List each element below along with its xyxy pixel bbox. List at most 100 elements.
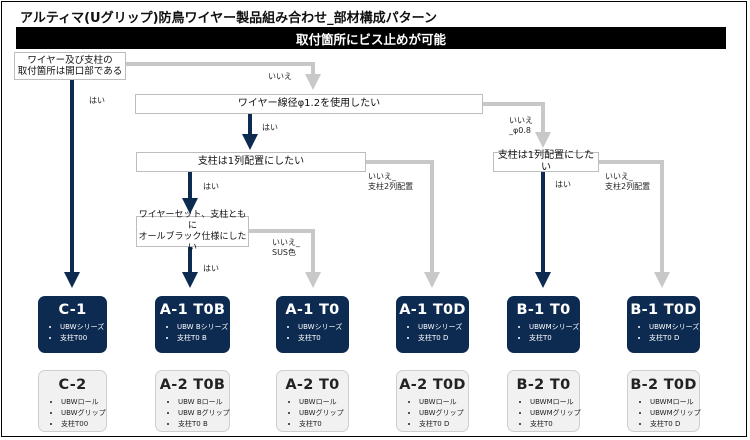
card-item: 支柱T0 [299,419,348,430]
card-item: UBWMロール [650,397,699,408]
arrow-q5-no [599,160,670,288]
card-item: UBWロール [61,397,106,408]
result-card-a2-t0: A-2 T0 UBWロール UBWグリップ 支柱T0 [276,370,349,432]
card-items: UBWシリーズ 支柱T0 [276,322,349,344]
question-line-2: 取付箇所は開口部である [17,66,123,77]
label-q2-yes: はい [262,123,278,132]
card-item: UBWMシリーズ [529,322,580,333]
label-line-1: いいえ_ [272,238,300,247]
question-line-1: ワイヤーセット、支柱ともに [138,209,247,231]
card-item: 支柱T0 D [649,333,700,344]
question-wire-diameter: ワイヤー線径φ1.2を使用したい [135,94,483,114]
card-item: UBW Bグリップ [178,408,230,419]
card-item: UBWMシリーズ [649,322,700,333]
label-q4-yes: はい [203,264,219,273]
card-item: UBWMロール [530,397,579,408]
card-item: 支柱T0 B [178,419,229,430]
card-title: A-1 T0D [399,302,466,318]
card-title: A-2 T0D [399,377,466,393]
question-line-1: ワイヤー及び支柱の [27,55,113,66]
label-q4-no: いいえ_SUS色 [272,238,300,258]
arrow-q3-no [366,160,440,288]
card-item: 支柱T0 D [419,419,468,430]
label-line-2: 支柱2列配置 [368,182,414,191]
card-item: UBWシリーズ [60,322,107,333]
card-item: UBWロール [299,397,348,408]
result-card-a1-t0b: A-1 T0B UBW Bシリーズ 支柱T0 B [155,296,230,353]
card-items: UBWロール UBWグリップ 支柱T0 D [397,397,468,430]
result-card-b2-t0: B-2 T0 UBWMロール UBWMグリップ 支柱T0 [507,370,581,432]
label-q3-no: いいえ_支柱2列配置 [368,172,413,192]
card-item: 支柱T00 [60,333,107,344]
card-items: UBWロール UBWグリップ 支柱T0 [277,397,348,430]
card-item: UBWロール [419,397,468,408]
result-card-a2-t0b: A-2 T0B UBW Bロール UBW Bグリップ 支柱T0 B [155,370,230,432]
card-title: A-2 T0B [159,377,226,393]
card-title: A-2 T0 [285,377,340,393]
label-line-1: いいえ_ [368,172,396,181]
card-items: UBWMシリーズ 支柱T0 [507,322,580,344]
card-title: C-2 [58,377,87,393]
card-item: UBWシリーズ [418,322,469,333]
result-card-a1-t0d: A-1 T0D UBWシリーズ 支柱T0 D [396,296,469,353]
card-item: 支柱T0 D [418,333,469,344]
card-item: UBW Bロール [178,397,229,408]
card-title: B-2 T0D [630,377,697,393]
card-item: UBWグリップ [419,408,468,419]
result-card-c2: C-2 UBWロール UBWグリップ 支柱T00 [38,370,107,432]
card-item: 支柱T00 [61,419,106,430]
card-item: 支柱T0 [530,419,579,430]
card-items: UBWMシリーズ 支柱T0 D [627,322,700,344]
label-q3-yes: はい [203,182,219,191]
question-line-2: オールブラック仕様にしたい [138,231,247,253]
arrow-q4-no [249,229,321,288]
card-title: B-2 T0 [516,377,571,393]
card-title: A-1 T0B [159,302,226,318]
question-all-black: ワイヤーセット、支柱ともにオールブラック仕様にしたい [136,210,249,253]
result-card-b2-t0d: B-2 T0D UBWMロール UBWMグリップ 支柱T0 D [627,370,701,432]
question-single-row-b: 支柱は1列配置にしたい [493,150,599,173]
question-opening-location: ワイヤー及び支柱の取付箇所は開口部である [14,52,126,80]
card-item: UBWグリップ [61,408,106,419]
card-item: 支柱T0 D [650,419,699,430]
label-q5-yes: はい [555,180,571,189]
arrow-q2-no [483,102,551,148]
card-item: UBWシリーズ [298,322,349,333]
card-item: 支柱T0 B [177,333,230,344]
card-item: UBWMグリップ [530,408,581,419]
result-card-b1-t0: B-1 T0 UBWMシリーズ 支柱T0 [507,296,580,353]
card-items: UBWMロール UBWMグリップ 支柱T0 [508,397,581,430]
card-title: C-1 [58,302,87,318]
card-title: B-1 T0 [516,302,571,318]
card-items: UBWシリーズ 支柱T00 [38,322,107,344]
result-card-b1-t0d: B-1 T0D UBWMシリーズ 支柱T0 D [627,296,700,353]
label-line-1: いいえ [509,116,533,125]
card-items: UBW Bロール UBW Bグリップ 支柱T0 B [156,397,230,430]
label-q2-no: いいえ_φ0.8 [509,116,533,136]
card-title: A-1 T0 [285,302,340,318]
card-item: UBWMグリップ [650,408,701,419]
card-items: UBWMロール UBWMグリップ 支柱T0 D [628,397,701,430]
label-line-1: いいえ_ [605,172,633,181]
card-items: UBWロール UBWグリップ 支柱T00 [39,397,106,430]
label-line-2: _φ0.8 [509,126,531,135]
label-q1-no: いいえ [268,72,292,81]
card-items: UBWシリーズ 支柱T0 D [396,322,469,344]
result-card-a1-t0: A-1 T0 UBWシリーズ 支柱T0 [276,296,349,353]
card-title: B-1 T0D [630,302,697,318]
label-line-2: 支柱2列配置 [605,182,651,191]
banner-header: 取付箇所にビス止めが可能 [16,27,726,49]
card-item: UBW Bシリーズ [177,322,230,333]
page-title: アルティマ(Uグリップ)防鳥ワイヤー製品組み合わせ_部材構成パターン [20,11,437,26]
label-q5-no: いいえ_支柱2列配置 [605,172,650,192]
result-card-a2-t0d: A-2 T0D UBWロール UBWグリップ 支柱T0 D [396,370,469,432]
question-single-row-a: 支柱は1列配置にしたい [136,152,366,172]
label-line-2: SUS色 [272,248,297,257]
arrow-q1-no [126,62,321,90]
card-item: 支柱T0 [298,333,349,344]
result-card-c1: C-1 UBWシリーズ 支柱T00 [38,296,107,353]
card-item: 支柱T0 [529,333,580,344]
card-items: UBW Bシリーズ 支柱T0 B [155,322,230,344]
